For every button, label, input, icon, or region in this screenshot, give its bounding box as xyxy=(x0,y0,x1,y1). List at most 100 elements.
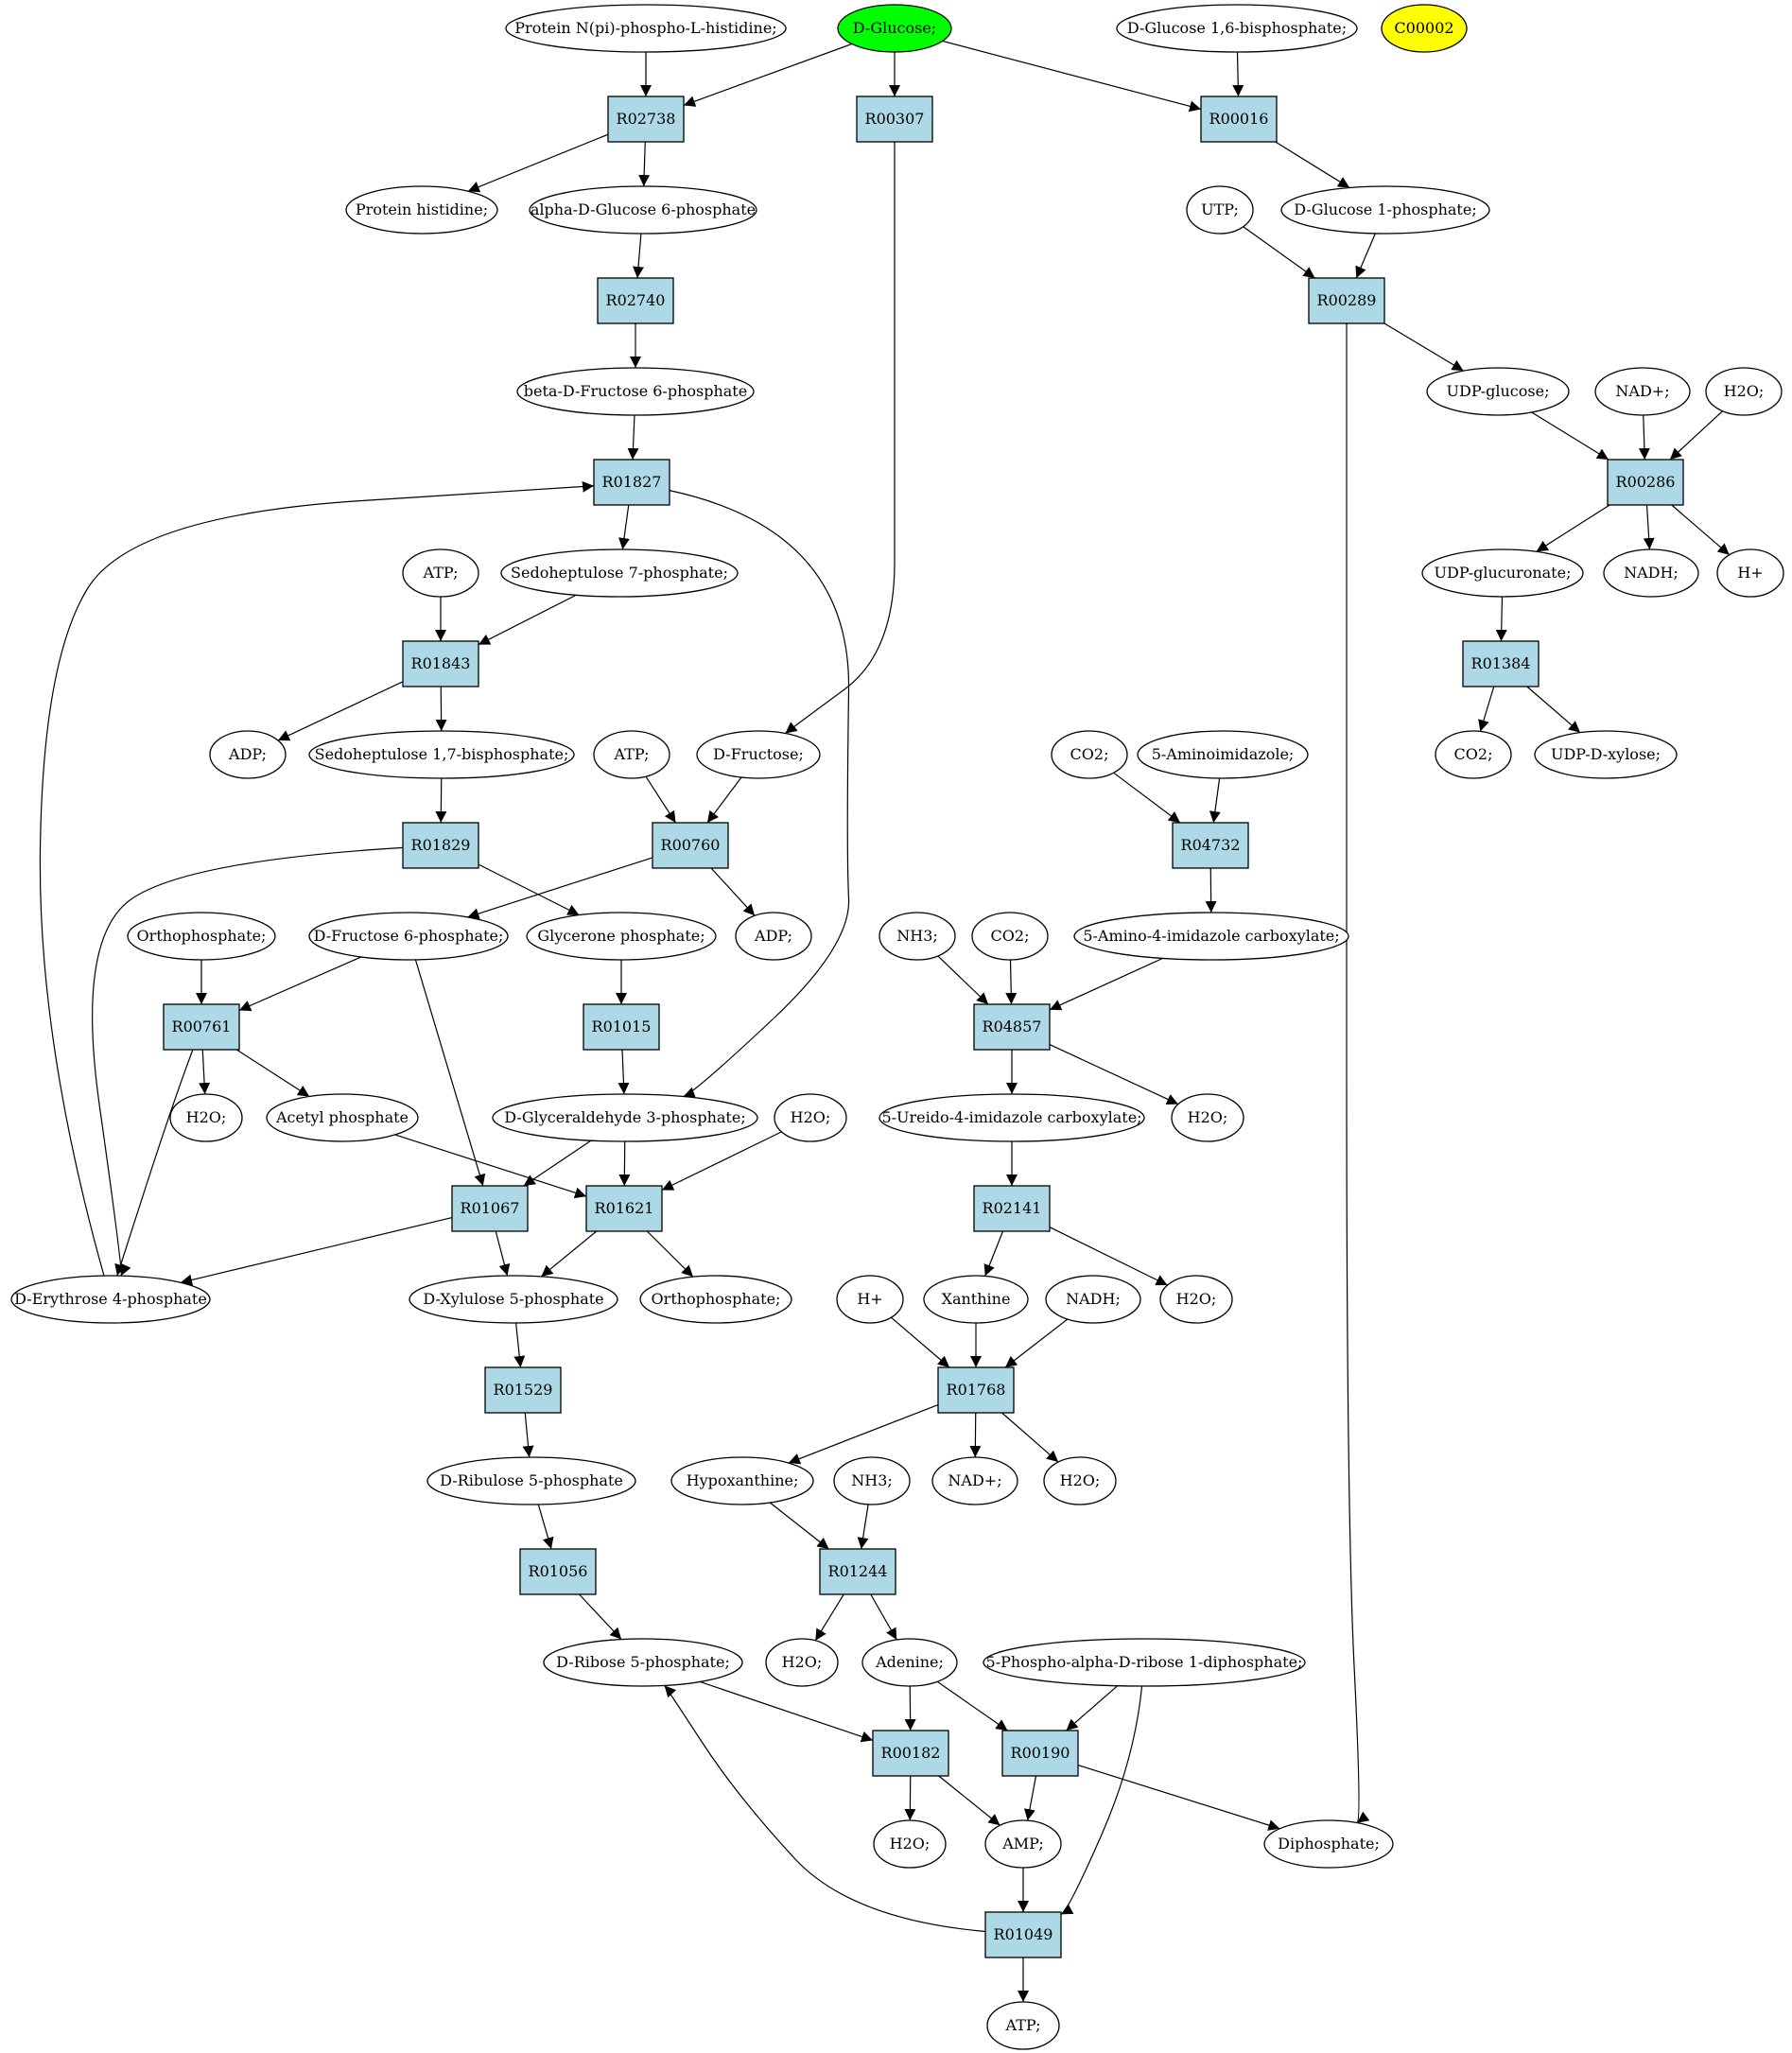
compound-node[interactable]: Glycerone phosphate; xyxy=(526,912,717,961)
compound-ellipse xyxy=(492,1093,758,1142)
reaction-node[interactable]: R01056 xyxy=(519,1548,597,1595)
reaction-node[interactable]: R01843 xyxy=(402,640,479,687)
reaction-label: R01049 xyxy=(994,1925,1053,1943)
compound-node[interactable]: CO2; xyxy=(1435,730,1512,779)
compound-node[interactable]: Protein histidine; xyxy=(345,185,498,235)
reaction-node[interactable]: R01049 xyxy=(984,1911,1062,1958)
compound-label: Xanthine xyxy=(942,1290,1011,1308)
reaction-node[interactable]: R01384 xyxy=(1462,640,1540,687)
reaction-node[interactable]: R01015 xyxy=(583,1003,660,1051)
compound-node[interactable]: 5-Ureido-4-imidazole carboxylate; xyxy=(879,1093,1145,1142)
compound-ellipse xyxy=(1171,1093,1244,1142)
compound-label: D-Fructose; xyxy=(713,745,804,763)
compound-label: NH3; xyxy=(851,1471,893,1489)
compound-node[interactable]: H2O; xyxy=(169,1093,243,1142)
compound-label: ADP; xyxy=(754,927,792,945)
compound-node[interactable]: H+ xyxy=(836,1275,904,1324)
compound-node[interactable]: 5-Aminoimidazole; xyxy=(1137,730,1309,779)
compound-node[interactable]: CO2; xyxy=(971,912,1049,961)
compound-node[interactable]: Hypoxanthine; xyxy=(670,1456,814,1505)
compound-node[interactable]: alpha-D-Glucose 6-phosphate xyxy=(529,185,757,235)
reaction-node[interactable]: R01768 xyxy=(937,1366,1015,1414)
compound-node[interactable]: Acetyl phosphate xyxy=(266,1093,419,1142)
compound-ellipse xyxy=(765,1638,839,1687)
compound-node[interactable]: NAD+; xyxy=(931,1456,1018,1505)
reaction-node[interactable]: R00016 xyxy=(1200,96,1278,143)
compound-node[interactable]: NADH; xyxy=(1603,548,1699,598)
reaction-node[interactable]: R04857 xyxy=(973,1003,1051,1051)
reaction-label: R00289 xyxy=(1317,291,1377,309)
compound-node[interactable]: H2O; xyxy=(774,1093,847,1142)
compound-node[interactable]: NADH; xyxy=(1045,1275,1141,1324)
reaction-node[interactable]: R01829 xyxy=(402,822,479,869)
reaction-node[interactable]: R01244 xyxy=(819,1548,896,1595)
reaction-node[interactable]: R02141 xyxy=(973,1185,1051,1232)
compound-node[interactable]: UDP-D-xylose; xyxy=(1534,730,1678,779)
reaction-node[interactable]: R00182 xyxy=(872,1730,949,1777)
compound-node[interactable]: Diphosphate; xyxy=(1263,1819,1394,1869)
reaction-node[interactable]: R04732 xyxy=(1172,822,1249,869)
compound-node[interactable]: 5-Phospho-alpha-D-ribose 1-diphosphate; xyxy=(983,1638,1306,1687)
compound-node[interactable]: ATP; xyxy=(402,548,479,598)
compound-node[interactable]: H2O; xyxy=(1159,1275,1233,1324)
compound-node[interactable]: H+ xyxy=(1716,548,1784,598)
compound-node[interactable]: UDP-glucose; xyxy=(1426,367,1570,416)
edge-c_xu5p-to-R01529 xyxy=(513,1322,526,1368)
compound-node[interactable]: NH3; xyxy=(833,1456,911,1505)
compound-node[interactable]: Xanthine xyxy=(923,1275,1029,1324)
compound-node[interactable]: H2O; xyxy=(765,1638,839,1687)
compound-node[interactable]: D-Fructose 6-phosphate; xyxy=(308,912,509,961)
compound-node[interactable]: H2O; xyxy=(1705,367,1783,416)
reaction-node[interactable]: R01621 xyxy=(585,1185,663,1232)
compound-node[interactable]: CO2; xyxy=(1051,730,1128,779)
reaction-node[interactable]: R01529 xyxy=(484,1366,562,1414)
compound-node[interactable]: AMP; xyxy=(984,1819,1062,1869)
compound-node[interactable]: NAD+; xyxy=(1594,367,1691,416)
reaction-label: R01827 xyxy=(602,473,662,491)
compound-node[interactable]: ADP; xyxy=(735,912,812,961)
reaction-node[interactable]: R00307 xyxy=(856,96,933,143)
compound-node[interactable]: C00002 xyxy=(1381,4,1468,53)
compound-node[interactable]: D-Erythrose 4-phosphate xyxy=(10,1275,211,1324)
reaction-node[interactable]: R00761 xyxy=(163,1003,240,1051)
compound-node[interactable]: NH3; xyxy=(879,912,956,961)
compound-node[interactable]: D-Ribulose 5-phosphate xyxy=(426,1456,636,1505)
reaction-node[interactable]: R00190 xyxy=(1001,1730,1079,1777)
compound-node[interactable]: D-Glucose; xyxy=(837,4,952,53)
compound-node[interactable]: Adenine; xyxy=(861,1638,958,1687)
compound-node[interactable]: 5-Amino-4-imidazole carboxylate; xyxy=(1073,912,1349,961)
reaction-node[interactable]: R02738 xyxy=(607,96,685,143)
reaction-node[interactable]: R00286 xyxy=(1607,459,1684,506)
compound-node[interactable]: D-Xylulose 5-phosphate xyxy=(409,1275,618,1324)
compound-node[interactable]: Sedoheptulose 1,7-bisphosphate; xyxy=(308,730,575,779)
reaction-label: R01529 xyxy=(494,1381,553,1399)
compound-ellipse xyxy=(774,1093,847,1142)
compound-node[interactable]: H2O; xyxy=(1171,1093,1244,1142)
compound-node[interactable]: ADP; xyxy=(209,730,287,779)
edge-R00289-to-c_diphosphate xyxy=(1346,323,1370,1824)
compound-node[interactable]: H2O; xyxy=(873,1819,947,1869)
compound-node[interactable]: beta-D-Fructose 6-phosphate xyxy=(516,367,755,416)
compound-node[interactable]: D-Glucose 1-phosphate; xyxy=(1280,185,1490,235)
compound-node[interactable]: UTP; xyxy=(1186,185,1254,235)
compound-node[interactable]: ATP; xyxy=(593,730,670,779)
reaction-node[interactable]: R00289 xyxy=(1308,277,1385,324)
reaction-node[interactable]: R01827 xyxy=(593,459,670,506)
reaction-node[interactable]: R02740 xyxy=(597,277,674,324)
compound-node[interactable]: H2O; xyxy=(1043,1456,1117,1505)
compound-node[interactable]: D-Glucose 1,6-bisphosphate; xyxy=(1116,4,1358,53)
compound-node[interactable]: D-Fructose; xyxy=(696,730,821,779)
compound-node[interactable]: D-Glyceraldehyde 3-phosphate; xyxy=(492,1093,758,1142)
compound-node[interactable]: Protein N(pi)-phospho-L-histidine; xyxy=(505,4,787,53)
compound-node[interactable]: ATP; xyxy=(986,2001,1060,2050)
compound-node[interactable]: Orthophosphate; xyxy=(639,1275,792,1324)
compound-node[interactable]: Orthophosphate; xyxy=(127,912,276,961)
compound-ellipse xyxy=(1534,730,1678,779)
compound-node[interactable]: UDP-glucuronate; xyxy=(1421,548,1584,598)
reaction-node[interactable]: R00760 xyxy=(652,822,729,869)
reaction-node[interactable]: R01067 xyxy=(451,1185,529,1232)
edge-c_hypoxanthine-to-R01244 xyxy=(769,1502,829,1550)
compound-node[interactable]: Sedoheptulose 7-phosphate; xyxy=(500,548,739,598)
compound-node[interactable]: D-Ribose 5-phosphate; xyxy=(543,1638,743,1687)
compound-ellipse xyxy=(308,912,509,961)
